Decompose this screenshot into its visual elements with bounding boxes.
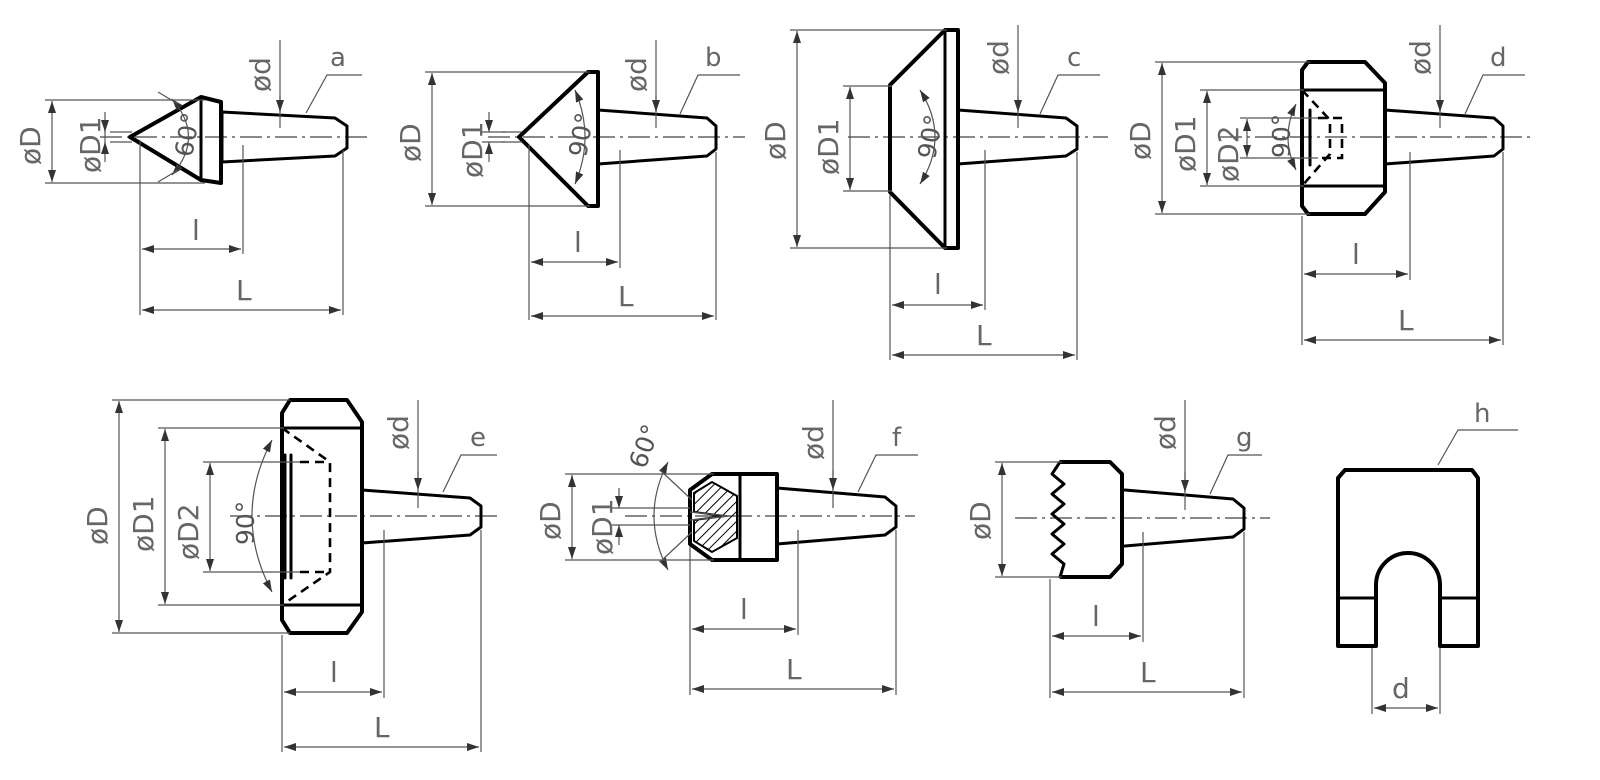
dim-shank-diameter: ød (1149, 415, 1182, 450)
figure-letter: e (470, 423, 486, 453)
dim-L: L (618, 280, 634, 313)
figure-e: 90° øD øD1 øD2 ød e l L (81, 398, 500, 752)
hatched-tip (688, 472, 779, 562)
figure-letter: c (1067, 43, 1081, 73)
dim-l: l (1092, 600, 1100, 633)
dim-l: l (330, 656, 338, 689)
shank (596, 108, 718, 166)
dim-L: L (976, 319, 992, 352)
angle-label: 90° (231, 501, 260, 545)
dim-l: l (574, 226, 582, 259)
angle-label: 90° (912, 112, 948, 161)
cone-tip (110, 95, 223, 185)
dim-inner-diameter: øD1 (1169, 115, 1202, 172)
dim-l: l (740, 593, 748, 626)
dim-bore-diameter: øD2 (1212, 125, 1245, 182)
figure-c: 90° øD øD1 ød c l L (759, 25, 1108, 360)
figure-b: 90° øD øD1 ød b l L (394, 40, 745, 320)
figure-letter: b (705, 43, 722, 73)
angle-label: 90° (563, 110, 599, 159)
angle-label: 60° (623, 420, 665, 472)
figure-g: øD ød g l L (964, 400, 1270, 698)
dim-L: L (1140, 656, 1156, 689)
dim-L: L (374, 711, 390, 744)
dim-outer-diameter: øD (759, 121, 792, 160)
flange-body (280, 398, 364, 635)
dim-inner-diameter: øD1 (812, 118, 845, 175)
flange-body (1300, 60, 1387, 216)
shank (1123, 488, 1246, 548)
cone-tip (502, 70, 600, 208)
dim-slot-width: d (1392, 672, 1410, 705)
figure-a: 60° øD øD1 ød a l L (14, 40, 372, 315)
figure-letter: a (330, 43, 346, 73)
dim-shank-diameter: ød (982, 40, 1015, 75)
dim-shank-diameter: ød (620, 57, 653, 92)
dim-outer-diameter: øD (81, 506, 114, 545)
dim-bore-diameter: øD2 (172, 503, 205, 560)
angle-label: 90° (1267, 114, 1296, 158)
figure-d: 90° øD øD1 øD2 ød d l L (1124, 25, 1530, 345)
dim-shank-diameter: ød (244, 57, 277, 92)
dim-inner-diameter: øD1 (74, 116, 107, 173)
figure-letter: d (1490, 43, 1507, 73)
dim-L: L (236, 274, 252, 307)
dim-l: l (934, 268, 942, 301)
shank (775, 486, 898, 546)
shank (956, 108, 1079, 166)
fork-body (1336, 468, 1480, 648)
dim-shank-diameter: ød (382, 415, 415, 450)
dim-L: L (1398, 304, 1414, 337)
shank (1383, 108, 1505, 166)
serrated-tip (1050, 460, 1124, 579)
dim-outer-diameter: øD (534, 501, 567, 540)
shank (360, 488, 483, 545)
figure-h: h d (1336, 399, 1518, 714)
dim-inner-diameter: øD1 (586, 498, 619, 555)
dim-l: l (1352, 238, 1360, 271)
dim-l: l (192, 214, 200, 247)
figure-letter: g (1236, 423, 1253, 453)
dim-shank-diameter: ød (1404, 40, 1437, 75)
figure-f: 60° øD øD1 ød f l L (534, 400, 918, 695)
dim-shank-diameter: ød (797, 425, 830, 460)
dim-inner-diameter: øD1 (127, 495, 160, 552)
dim-outer-diameter: øD (394, 123, 427, 162)
figure-letter: f (892, 423, 902, 453)
dim-outer-diameter: øD (964, 501, 997, 540)
dim-outer-diameter: øD (1124, 121, 1157, 160)
dim-outer-diameter: øD (14, 126, 47, 165)
dim-inner-diameter: øD1 (456, 121, 489, 178)
dim-L: L (786, 653, 802, 686)
figure-letter: h (1474, 399, 1490, 429)
